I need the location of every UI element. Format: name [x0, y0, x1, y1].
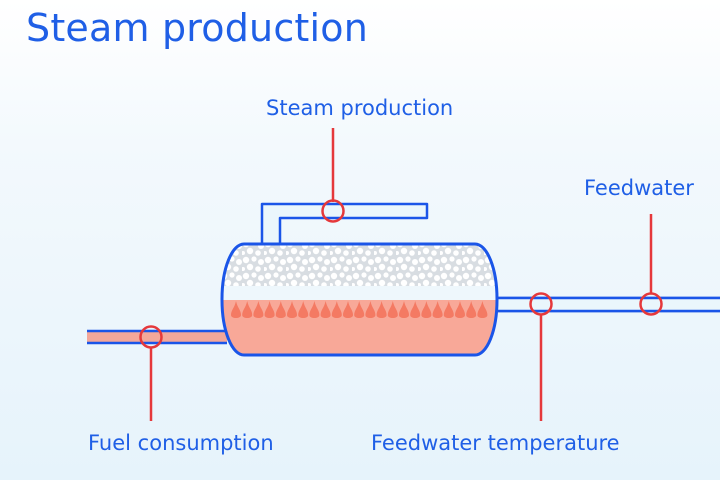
flame-icon — [242, 301, 253, 318]
steam-production-marker — [321, 128, 345, 223]
flame-icon — [455, 301, 465, 318]
flame-icon — [320, 301, 331, 318]
flame-icon — [477, 301, 488, 318]
feedwater-pipe — [498, 296, 720, 313]
feedwater-temperature-marker — [529, 292, 553, 421]
flame-icon — [287, 301, 297, 318]
flame-icon — [309, 301, 320, 318]
flame-icon — [275, 301, 286, 318]
feedwater-temperature-label: Feedwater temperature — [371, 431, 620, 455]
boiler-vessel — [220, 242, 499, 357]
flame-icon — [410, 301, 421, 318]
flame-icon — [432, 301, 443, 318]
flame-icon — [253, 301, 264, 318]
flame-icon — [365, 301, 376, 318]
feedwater-marker — [639, 214, 663, 316]
flames — [231, 301, 488, 318]
flame-icon — [443, 301, 454, 318]
flame-icon — [421, 301, 432, 318]
page-title: Steam production — [26, 6, 369, 50]
fuel-pipe — [87, 329, 227, 345]
flame-icon — [399, 301, 409, 318]
fuel-consumption-label: Fuel consumption — [88, 431, 274, 455]
flame-icon — [354, 301, 365, 318]
flame-icon — [298, 301, 309, 318]
feedwater-label: Feedwater — [584, 176, 694, 200]
flame-icon — [343, 301, 353, 318]
steam-production-label: Steam production — [266, 96, 454, 120]
flame-icon — [331, 301, 342, 318]
flame-icon — [376, 301, 387, 318]
fuel-consumption-marker — [139, 325, 163, 421]
flame-icon — [264, 301, 275, 318]
flame-icon — [466, 301, 477, 318]
flame-icon — [387, 301, 398, 318]
flame-icon — [231, 301, 241, 318]
